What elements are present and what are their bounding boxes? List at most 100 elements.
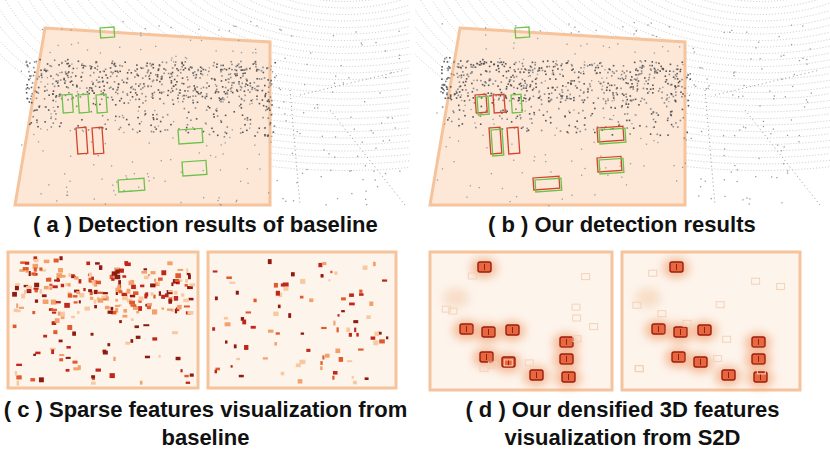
lidar-point (477, 63, 479, 65)
lidar-point (155, 46, 156, 47)
lidar-point (267, 134, 269, 136)
lidar-point (139, 130, 141, 132)
lidar-point (627, 113, 629, 115)
lidar-point (644, 77, 646, 79)
lidar-point (254, 144, 255, 145)
lidar-point (497, 61, 499, 63)
lidar-point (187, 86, 189, 88)
lidar-point (95, 61, 97, 63)
lidar-point (531, 118, 533, 120)
lidar-point (149, 78, 151, 80)
lidar-point (770, 133, 771, 134)
lidar-point (657, 114, 659, 116)
lidar-point (742, 199, 743, 200)
lidar-point (138, 85, 140, 87)
lidar-point (28, 79, 30, 81)
lidar-point (551, 92, 553, 94)
lidar-point (599, 72, 601, 74)
lidar-point (39, 59, 41, 61)
lidar-point (618, 78, 620, 80)
lidar-point (560, 95, 562, 97)
lidar-point (469, 99, 471, 101)
lidar-point (678, 85, 680, 87)
lidar-point (170, 27, 171, 28)
lidar-point (511, 144, 512, 145)
lidar-point (145, 113, 147, 115)
lidar-point (471, 72, 473, 74)
lidar-point (522, 63, 524, 65)
lidar-point (657, 72, 659, 74)
lidar-point (565, 86, 566, 87)
lidar-point (101, 77, 103, 79)
lidar-point (498, 99, 500, 101)
lidar-point (589, 83, 591, 85)
lidar-point (321, 176, 322, 177)
lidar-point (53, 78, 54, 79)
lidar-point (161, 78, 163, 80)
lidar-point (729, 32, 730, 33)
lidar-point (252, 99, 253, 100)
lidar-point (214, 78, 216, 80)
lidar-point (451, 99, 453, 101)
lidar-point (133, 88, 135, 90)
lidar-point (482, 84, 484, 86)
lidar-point (152, 81, 154, 83)
lidar-point (110, 67, 112, 69)
lidar-point (292, 153, 293, 154)
lidar-point (121, 79, 123, 81)
lidar-point (269, 109, 271, 111)
lidar-point (537, 74, 538, 75)
lidar-point (515, 62, 517, 64)
lidar-point (269, 82, 271, 84)
lidar-point (552, 72, 554, 74)
lidar-point (205, 98, 207, 100)
lidar-point (437, 179, 438, 180)
lidar-point (602, 108, 604, 110)
lidar-point (119, 116, 121, 118)
lidar-point (145, 75, 147, 77)
lidar-point (140, 88, 142, 90)
lidar-point (644, 99, 646, 101)
lidar-point (590, 115, 592, 117)
lidar-point (587, 89, 589, 91)
lidar-point (509, 67, 511, 69)
lidar-point (267, 108, 269, 110)
lidar-point (500, 81, 502, 83)
lidar-point (111, 165, 112, 166)
lidar-point (538, 97, 540, 99)
lidar-point (473, 64, 475, 66)
lidar-point (215, 50, 216, 51)
lidar-point (387, 117, 388, 118)
lidar-point (498, 98, 500, 100)
lidar-point (231, 85, 233, 87)
lidar-point (171, 76, 173, 78)
lidar-point (151, 131, 153, 133)
lidar-point (262, 99, 264, 101)
lidar-point (541, 99, 543, 101)
lidar-point (670, 114, 672, 116)
lidar-point (176, 81, 178, 83)
lidar-point (26, 98, 28, 100)
lidar-point (646, 88, 648, 90)
lidar-point (268, 192, 269, 193)
lidar-point (160, 121, 162, 123)
lidar-point (521, 85, 523, 87)
lidar-point (609, 85, 611, 87)
lidar-point (240, 89, 242, 91)
lidar-point (232, 92, 234, 94)
lidar-point (186, 76, 188, 78)
lidar-point (673, 76, 675, 78)
lidar-point (164, 68, 166, 70)
lidar-point (130, 91, 132, 93)
lidar-point (529, 75, 531, 77)
lidar-point (91, 87, 93, 89)
lidar-point (769, 91, 770, 92)
lidar-point (65, 80, 67, 82)
lidar-point (41, 75, 43, 77)
lidar-point (464, 115, 466, 117)
lidar-point (632, 88, 634, 90)
lidar-point (635, 74, 637, 76)
lidar-point (643, 66, 645, 68)
lidar-point (177, 97, 179, 99)
lidar-point (272, 71, 273, 72)
